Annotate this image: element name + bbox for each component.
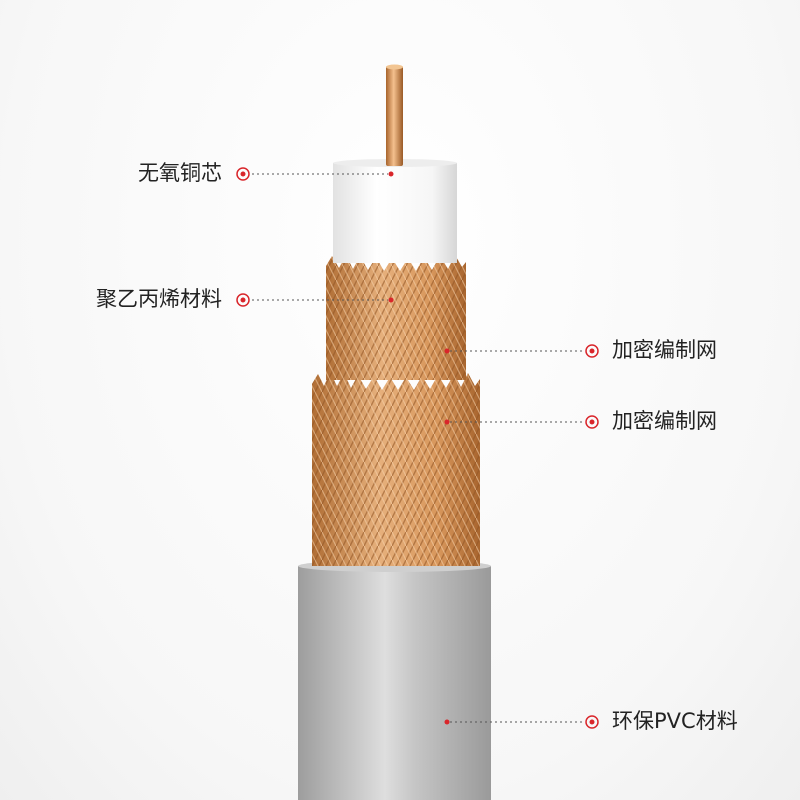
label-braid-outer: 加密编制网 bbox=[612, 409, 717, 433]
pvc-jacket bbox=[298, 560, 491, 800]
leader-braid-inner bbox=[444, 344, 599, 358]
leader-pvc-jacket bbox=[444, 715, 599, 729]
callout-leaders bbox=[236, 167, 599, 729]
leader-pe-insulation bbox=[236, 293, 394, 307]
label-pvc-jacket: 环保PVC材料 bbox=[612, 709, 738, 733]
leader-copper-core bbox=[236, 167, 394, 181]
leader-braid-outer bbox=[444, 415, 599, 429]
label-copper-core: 无氧铜芯 bbox=[138, 161, 222, 185]
label-pe-insulation: 聚乙丙烯材料 bbox=[96, 287, 222, 311]
braid-outer bbox=[312, 372, 480, 566]
pe-insulation bbox=[333, 159, 457, 263]
label-braid-inner: 加密编制网 bbox=[612, 338, 717, 362]
copper-core bbox=[386, 64, 403, 166]
braid-inner bbox=[326, 255, 466, 380]
